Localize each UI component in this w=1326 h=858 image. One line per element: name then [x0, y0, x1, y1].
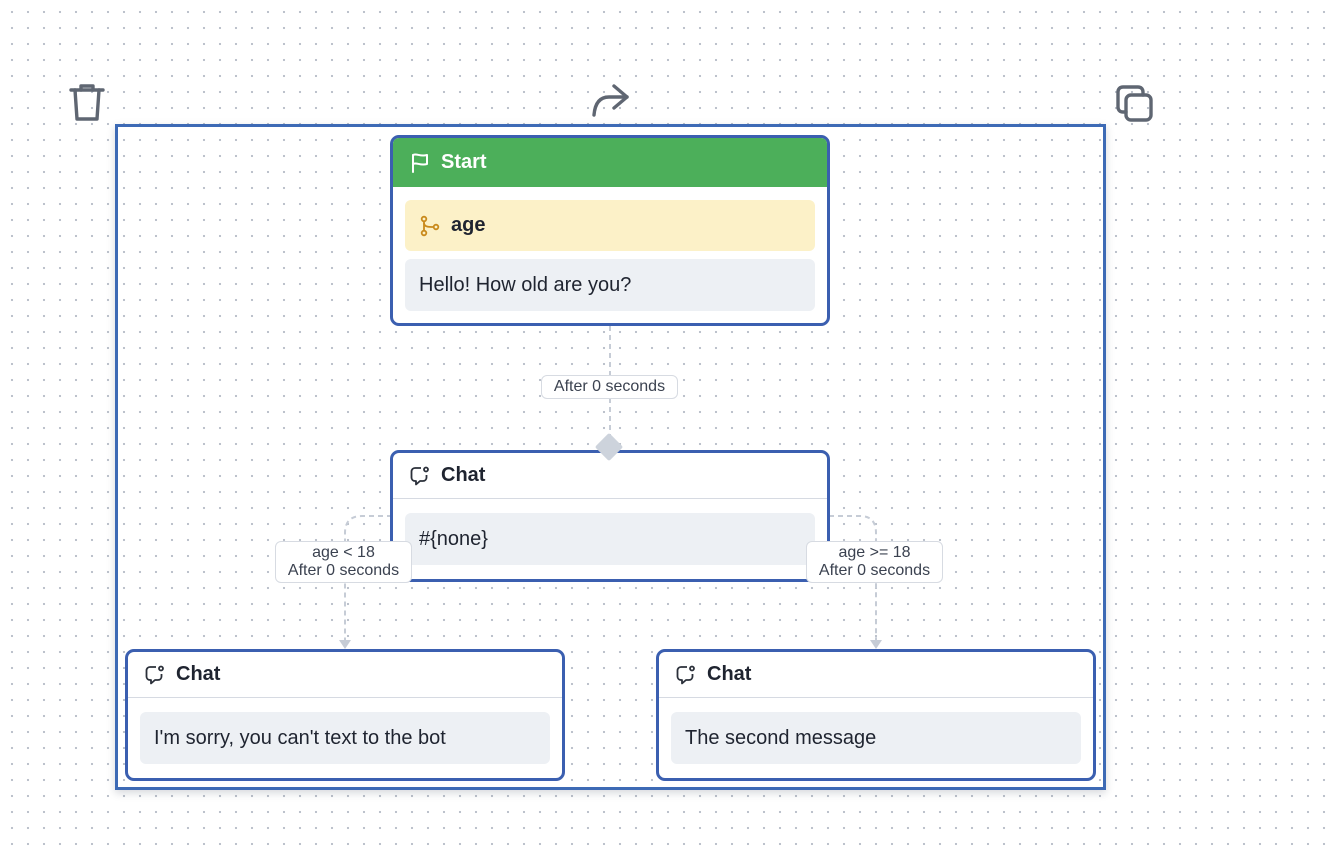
chat-bubble-icon [675, 664, 697, 686]
selection-frame[interactable] [115, 124, 1106, 790]
start-node-header: Start [393, 138, 827, 187]
chat-node-main-title: Chat [441, 464, 486, 486]
chat-main-message-text: #{none} [419, 527, 488, 550]
start-node-title: Start [441, 151, 487, 173]
edge-arrow-right [870, 640, 882, 649]
chat-node-main[interactable]: Chat #{none} [390, 450, 830, 582]
edge-label-start-text: After 0 seconds [553, 378, 666, 395]
chat-node-left-title: Chat [176, 663, 221, 685]
chat-node-left[interactable]: Chat I'm sorry, you can't text to the bo… [125, 649, 565, 781]
share-arrow-icon[interactable] [588, 78, 632, 122]
trash-icon[interactable] [65, 80, 109, 124]
edge-right-condition: age >= 18 [838, 544, 911, 561]
chat-node-left-header: Chat [128, 652, 562, 698]
edge-arrow-left [339, 640, 351, 649]
chat-left-message-text: I'm sorry, you can't text to the bot [154, 726, 446, 749]
flag-icon [409, 152, 431, 174]
start-node[interactable]: Start age Hello! How old are you? [390, 135, 830, 326]
duplicate-icon[interactable] [1113, 82, 1157, 126]
chat-node-right-header: Chat [659, 652, 1093, 698]
chat-right-message[interactable]: The second message [671, 712, 1081, 764]
branch-icon [419, 215, 441, 237]
edge-to-left-chat [344, 515, 392, 642]
chat-bubble-icon [144, 664, 166, 686]
chat-right-message-text: The second message [685, 726, 877, 749]
chat-node-right-title: Chat [707, 663, 752, 685]
start-message-text: Hello! How old are you? [419, 273, 632, 296]
edge-left-delay: After 0 seconds [287, 562, 400, 579]
chat-main-message[interactable]: #{none} [405, 513, 815, 565]
variable-name: age [451, 214, 486, 236]
edge-right-delay: After 0 seconds [818, 562, 931, 579]
edge-left-condition: age < 18 [312, 544, 375, 561]
edge-to-right-chat [829, 515, 877, 642]
chat-left-message[interactable]: I'm sorry, you can't text to the bot [140, 712, 550, 764]
edge-label-start[interactable]: After 0 seconds [541, 375, 678, 399]
chat-node-right[interactable]: Chat The second message [656, 649, 1096, 781]
edge-label-left[interactable]: age < 18 After 0 seconds [275, 541, 412, 583]
chat-node-main-header: Chat [393, 453, 827, 499]
chat-bubble-icon [409, 465, 431, 487]
start-message[interactable]: Hello! How old are you? [405, 259, 815, 311]
variable-block[interactable]: age [405, 200, 815, 251]
edge-label-right[interactable]: age >= 18 After 0 seconds [806, 541, 943, 583]
